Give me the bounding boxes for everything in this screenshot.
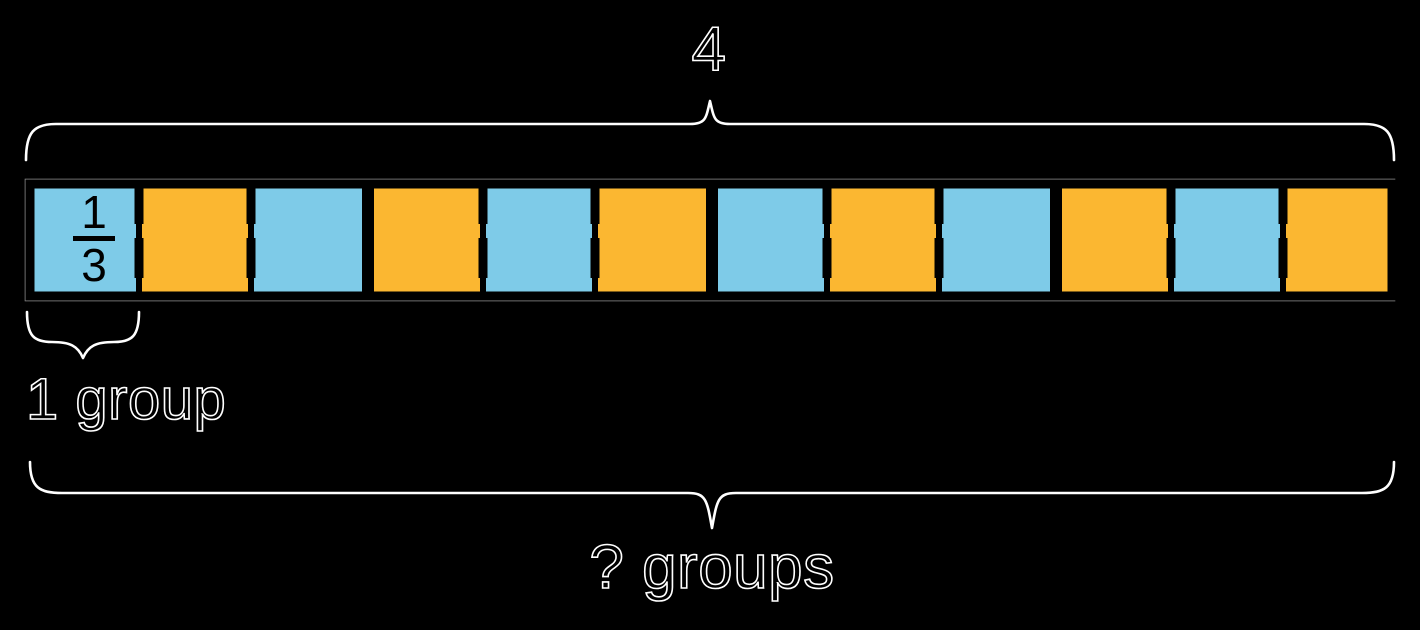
one-group-label: 1 group <box>25 366 227 433</box>
one-group-brace <box>25 310 141 360</box>
top-total-brace <box>24 99 1396 162</box>
group-dividers <box>363 182 1061 298</box>
unknown-groups-label: ? groups <box>589 532 835 603</box>
bar-cell-7[interactable] <box>718 184 824 296</box>
bar-outer-frame <box>25 179 1397 301</box>
bar-cell-9[interactable] <box>942 184 1050 296</box>
bar-cell-3[interactable] <box>254 184 362 296</box>
fraction-numerator: 1 <box>81 186 107 238</box>
all-groups-brace <box>28 460 1396 530</box>
bar-cell-6[interactable] <box>598 184 706 296</box>
bar-cell-11[interactable] <box>1174 184 1280 296</box>
unit-fraction-label: 1 3 <box>56 186 132 291</box>
fraction-denominator: 3 <box>81 239 107 291</box>
cell-dashed-dividers <box>134 184 1288 296</box>
bar-cell-12[interactable] <box>1286 184 1392 296</box>
bar-cell-2[interactable] <box>142 184 248 296</box>
bar-cell-8[interactable] <box>830 184 936 296</box>
bar-cell-10[interactable] <box>1062 184 1168 296</box>
bar-cell-5[interactable] <box>486 184 592 296</box>
fraction-bar <box>73 236 115 241</box>
top-total-label: 4 <box>691 14 727 85</box>
bar-cell-4[interactable] <box>374 184 480 296</box>
bar-cells <box>30 184 1392 296</box>
